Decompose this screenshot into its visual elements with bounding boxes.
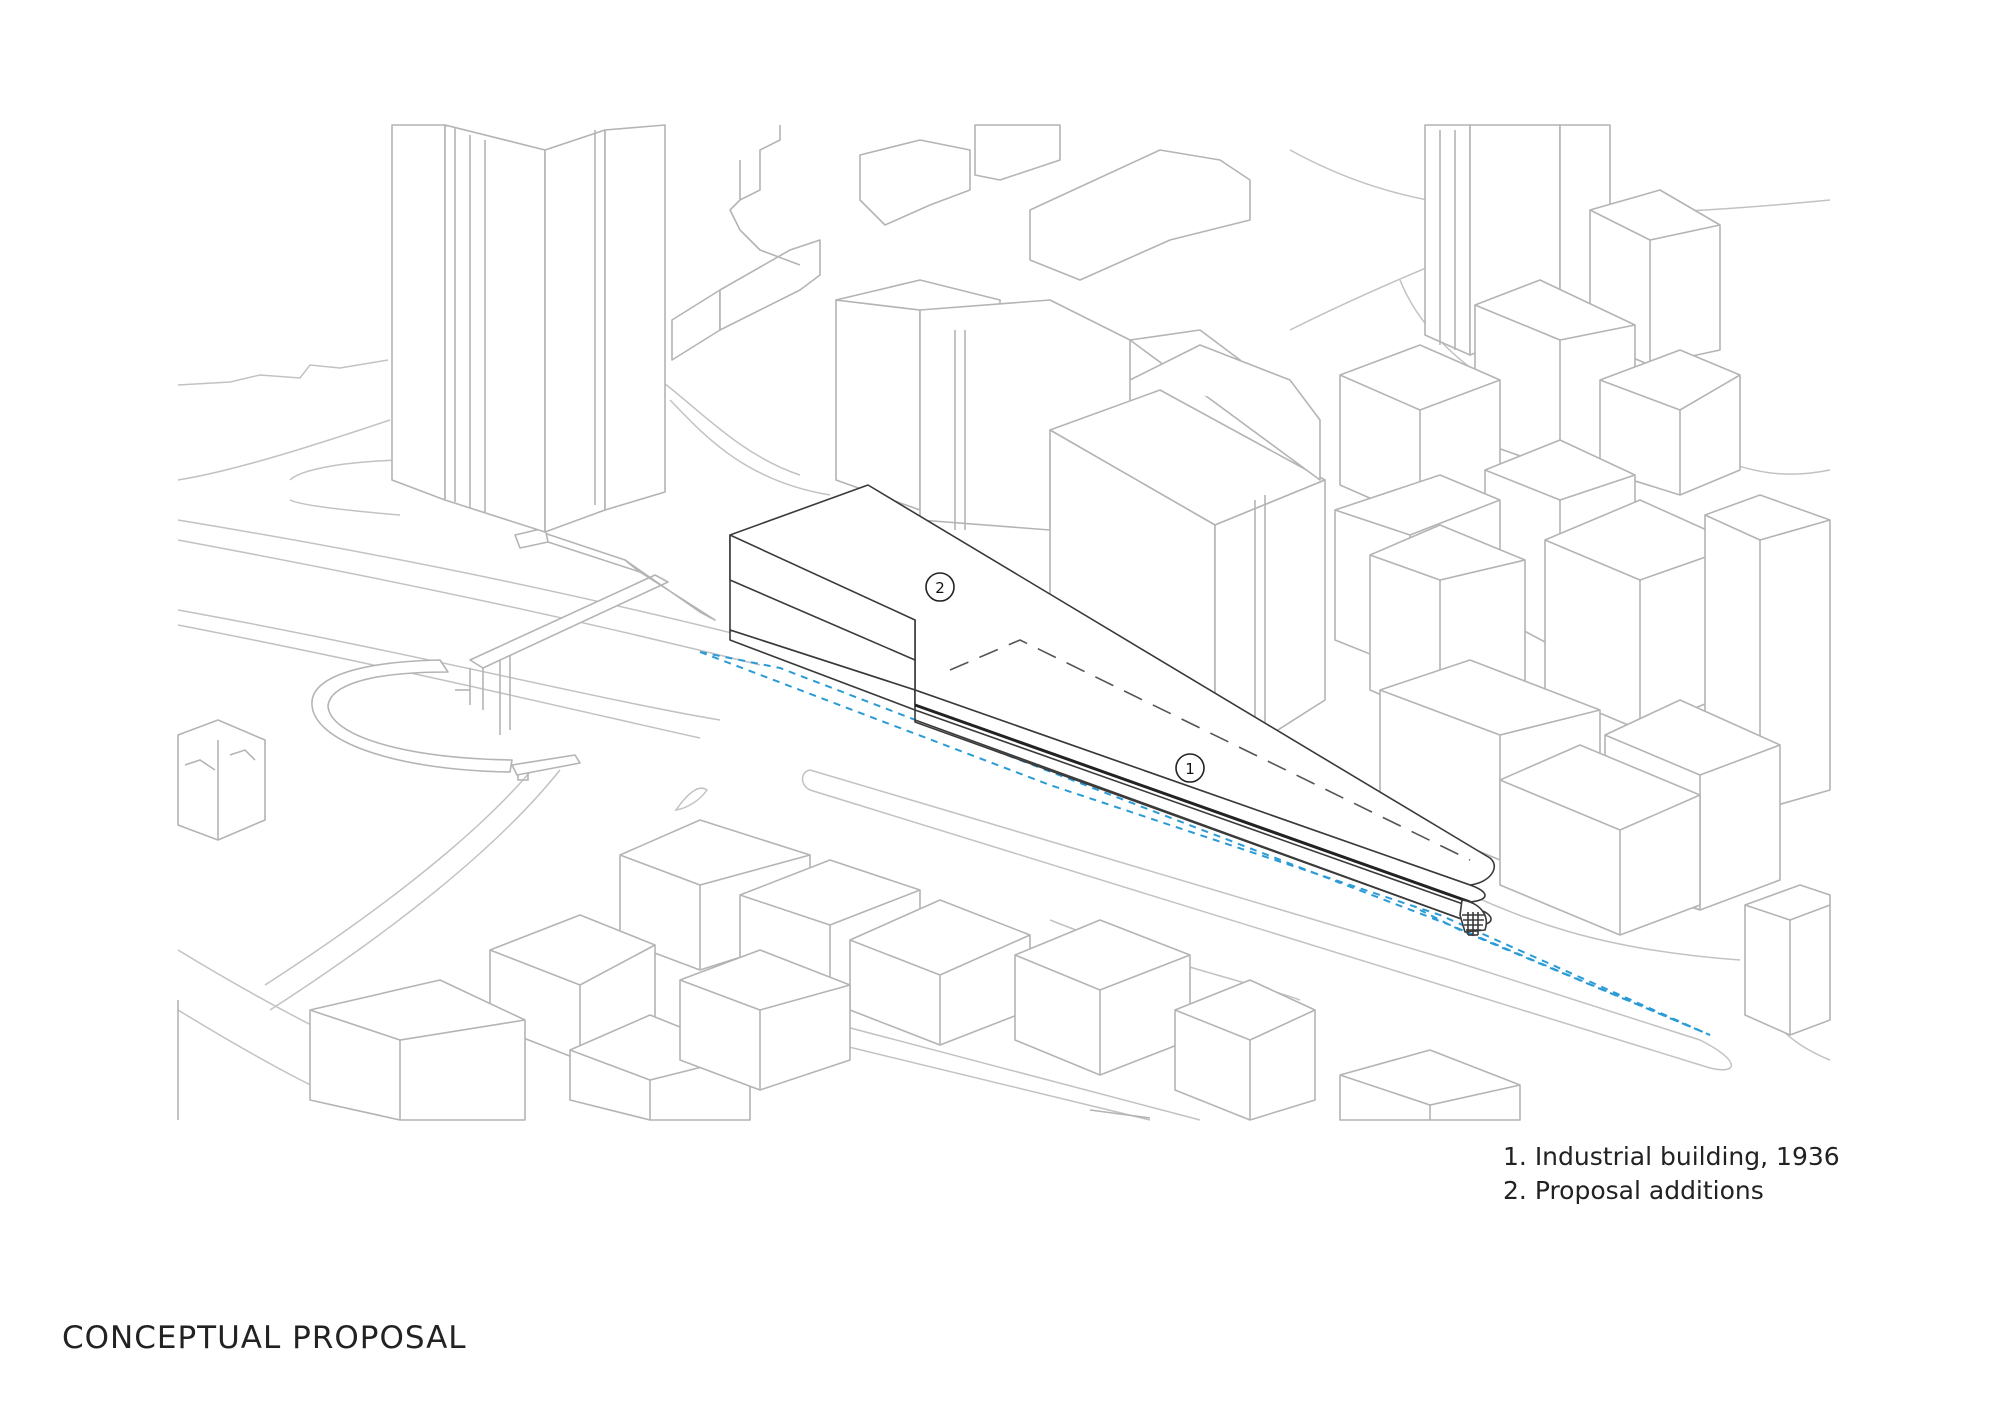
marker-existing-building: 1 [1175,753,1205,783]
context-buildings-back [391,124,1831,1036]
legend-item-1: 1. Industrial building, 1936 [1503,1140,1840,1174]
legend-item-2-number: 2. [1503,1176,1527,1205]
site-boundary [699,651,1711,1036]
legend-item-2: 2. Proposal additions [1503,1174,1840,1208]
proposal-building [729,484,1495,936]
pedestrian-bridge [311,527,716,781]
tower-left-front [391,124,446,501]
marker-2-circle [925,572,955,602]
legend-item-1-number: 1. [1503,1142,1527,1171]
legend-item-1-text: Industrial building, 1936 [1534,1142,1840,1171]
tip-detail [1462,912,1485,936]
marker-proposal: 2 [925,572,955,602]
marker-2-label: 2 [935,579,945,597]
marker-1-label: 1 [1185,760,1195,778]
context-buildings-front [177,719,1521,1121]
page-title: CONCEPTUAL PROPOSAL [62,1320,467,1356]
legend-item-2-text: Proposal additions [1534,1176,1764,1205]
legend: 1. Industrial building, 1936 2. Proposal… [1503,1140,1840,1208]
marker-1-circle [1175,753,1205,783]
